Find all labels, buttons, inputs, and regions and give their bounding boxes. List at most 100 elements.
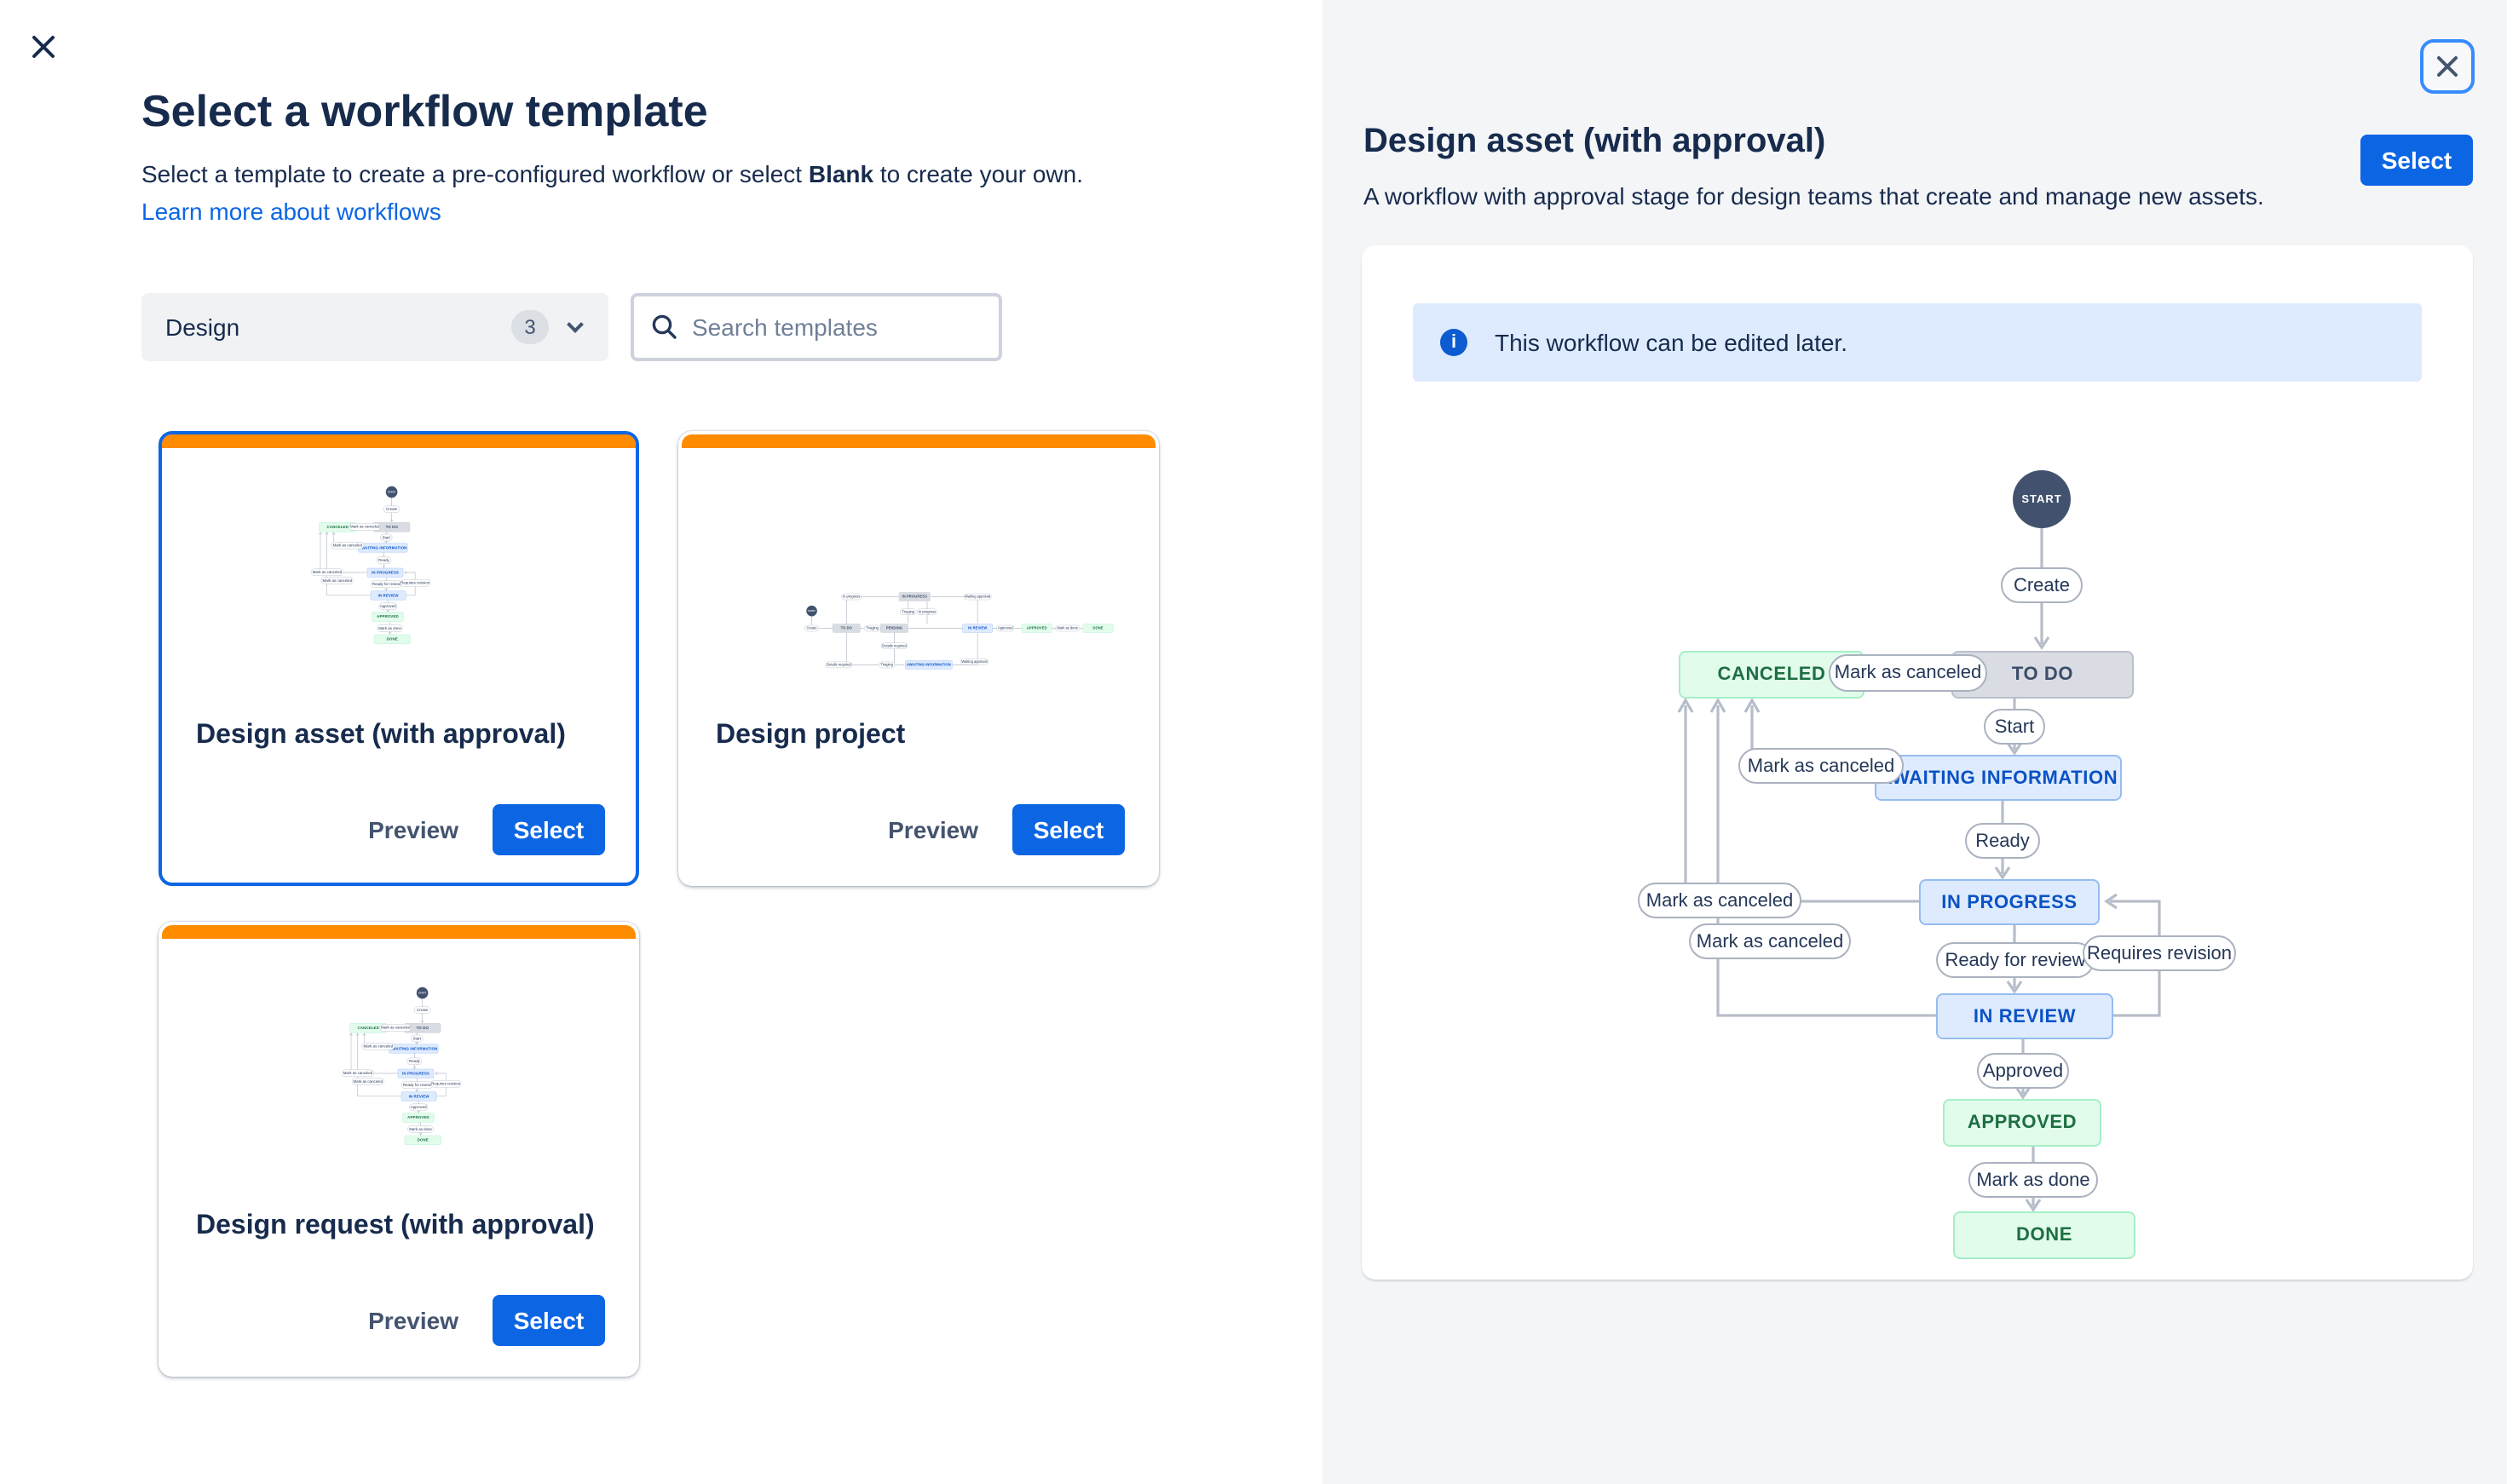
mini-transition: In progress bbox=[841, 593, 862, 601]
transition-mark-as-canceled: Mark as canceled bbox=[1638, 883, 1801, 918]
page-title: Select a workflow template bbox=[141, 85, 708, 136]
mini-transition: Details required bbox=[880, 642, 908, 649]
status-canceled: CANCELED bbox=[319, 522, 356, 532]
search-icon bbox=[652, 314, 677, 339]
card-actions: Preview Select bbox=[368, 802, 605, 855]
status-canceled: CANCELED bbox=[349, 1023, 387, 1033]
mini-horizontal-workflow: START Create TO DO Triaging PENDING In p… bbox=[801, 581, 1116, 676]
preview-button[interactable]: Preview bbox=[368, 1306, 458, 1333]
template-preview-panel: Design asset (with approval) Select A wo… bbox=[1323, 0, 2507, 1484]
status-in-review: IN REVIEW bbox=[370, 590, 406, 601]
transition-mark-as-canceled: Mark as canceled bbox=[341, 1069, 375, 1077]
workflow-diagram: START Create CANCELED Mark as canceled T… bbox=[286, 942, 509, 1149]
mini-status: DONE bbox=[1082, 624, 1114, 633]
status-awaiting-information: AWAITING INFORMATION bbox=[1875, 755, 2122, 801]
panel-close-button[interactable] bbox=[2420, 39, 2475, 94]
mini-transition: Details required bbox=[825, 661, 852, 669]
transition-mark-as-done: Mark as done bbox=[1968, 1162, 2098, 1198]
card-accent-bar bbox=[682, 434, 1156, 448]
mini-status: IN PROGRESS bbox=[898, 592, 931, 601]
workflow-thumbnail-design-asset: START Create CANCELED Mark as canceled T… bbox=[307, 486, 431, 646]
mini-start-node: START bbox=[806, 605, 817, 617]
transition-mark-as-canceled: Mark as canceled bbox=[361, 1043, 395, 1050]
template-card-design-request[interactable]: START Create CANCELED Mark as canceled T… bbox=[158, 922, 639, 1377]
status-awaiting-information: AWAITING INFORMATION bbox=[358, 543, 408, 553]
transition-mark-as-canceled: Mark as canceled bbox=[1689, 923, 1851, 959]
category-filter-label: Design bbox=[165, 313, 240, 341]
card-title: Design project bbox=[716, 721, 906, 750]
mini-transition: Waiting approval bbox=[960, 659, 988, 665]
preview-button[interactable]: Preview bbox=[888, 815, 978, 843]
mini-transition: Triaging bbox=[864, 624, 881, 632]
card-title: Design request (with approval) bbox=[196, 1211, 595, 1240]
panel-select-button[interactable]: Select bbox=[2360, 135, 2473, 186]
transition-create: Create bbox=[414, 1006, 431, 1014]
transition-mark-as-canceled: Mark as canceled bbox=[320, 577, 354, 584]
close-icon bbox=[32, 35, 54, 57]
transition-start: Start bbox=[1984, 709, 2045, 745]
preview-button[interactable]: Preview bbox=[368, 815, 458, 843]
status-in-progress: IN PROGRESS bbox=[1919, 879, 2100, 925]
status-done: DONE bbox=[373, 634, 411, 644]
status-awaiting-information: AWAITING INFORMATION bbox=[389, 1044, 439, 1054]
transition-start: Start bbox=[411, 1034, 424, 1043]
transition-ready: Ready bbox=[406, 1057, 423, 1065]
card-title: Design asset (with approval) bbox=[196, 721, 566, 750]
transition-mark-as-done: Mark as done bbox=[377, 624, 403, 632]
transition-start: Start bbox=[380, 533, 393, 542]
select-button[interactable]: Select bbox=[1012, 803, 1125, 854]
status-approved: APPROVED bbox=[1943, 1099, 2101, 1147]
transition-ready: Ready bbox=[376, 556, 392, 564]
mini-status: AWAITING INFORMATION bbox=[905, 660, 953, 670]
page-subtitle: Select a template to create a pre-config… bbox=[141, 160, 1083, 187]
transition-create: Create bbox=[2001, 567, 2083, 603]
transition-mark-as-canceled: Mark as canceled bbox=[379, 1024, 412, 1032]
close-icon bbox=[2437, 56, 2458, 77]
info-banner-text: This workflow can be edited later. bbox=[1495, 329, 1847, 356]
preview-description: A workflow with approval stage for desig… bbox=[1363, 182, 2264, 210]
template-card-design-project[interactable]: START Create TO DO Triaging PENDING In p… bbox=[678, 431, 1159, 886]
template-card-design-asset[interactable]: START Create CANCELED Mark as canceled T… bbox=[158, 431, 639, 886]
transition-approved: Approved bbox=[1977, 1053, 2069, 1089]
transition-mark-as-done: Mark as done bbox=[407, 1125, 434, 1133]
start-node: START bbox=[2013, 470, 2071, 528]
transition-mark-as-canceled: Mark as canceled bbox=[1738, 748, 1904, 784]
subtitle-bold: Blank bbox=[808, 160, 874, 187]
status-todo: TO DO bbox=[404, 1023, 441, 1033]
transition-mark-as-canceled: Mark as canceled bbox=[331, 542, 365, 549]
start-node: START bbox=[416, 986, 429, 999]
transition-requires-revision: Requires revision bbox=[2083, 935, 2236, 971]
subtitle-text-2: to create your own. bbox=[873, 160, 1083, 187]
transition-requires-revision: Requires revision bbox=[400, 579, 431, 587]
mini-transition: Waiting approval bbox=[963, 593, 992, 601]
status-in-progress: IN PROGRESS bbox=[366, 567, 404, 578]
chevron-down-icon bbox=[567, 316, 584, 333]
mini-transition: Triaging bbox=[900, 608, 917, 615]
transition-ready-for-review: Ready for review bbox=[370, 580, 402, 588]
card-accent-bar bbox=[162, 925, 636, 939]
transition-requires-revision: Requires revision bbox=[430, 1080, 462, 1088]
transition-create: Create bbox=[383, 505, 401, 513]
modal-close-button[interactable] bbox=[20, 24, 65, 68]
card-accent-bar bbox=[162, 434, 636, 448]
workflow-thumbnail-design-request: START Create CANCELED Mark as canceled T… bbox=[337, 986, 462, 1147]
transition-ready-for-review: Ready for review bbox=[401, 1081, 433, 1089]
search-input[interactable] bbox=[692, 313, 982, 341]
status-in-progress: IN PROGRESS bbox=[397, 1068, 435, 1078]
transition-mark-as-canceled: Mark as canceled bbox=[351, 1078, 384, 1085]
start-node: START bbox=[385, 486, 398, 498]
mini-status: TO DO bbox=[833, 624, 861, 633]
category-filter-dropdown[interactable]: Design 3 bbox=[141, 293, 608, 361]
learn-more-link[interactable]: Learn more about workflows bbox=[141, 198, 441, 225]
mini-status: APPROVED bbox=[1022, 624, 1052, 633]
select-button[interactable]: Select bbox=[493, 803, 605, 854]
card-actions: Preview Select bbox=[888, 802, 1125, 855]
transition-mark-as-canceled: Mark as canceled bbox=[1829, 654, 1987, 692]
status-in-review: IN REVIEW bbox=[1936, 993, 2113, 1039]
select-button[interactable]: Select bbox=[493, 1294, 605, 1345]
workflow-diagram: START Create CANCELED Mark as canceled T… bbox=[1362, 245, 2473, 1280]
info-icon: i bbox=[1440, 329, 1467, 356]
info-banner: i This workflow can be edited later. bbox=[1413, 303, 2422, 382]
